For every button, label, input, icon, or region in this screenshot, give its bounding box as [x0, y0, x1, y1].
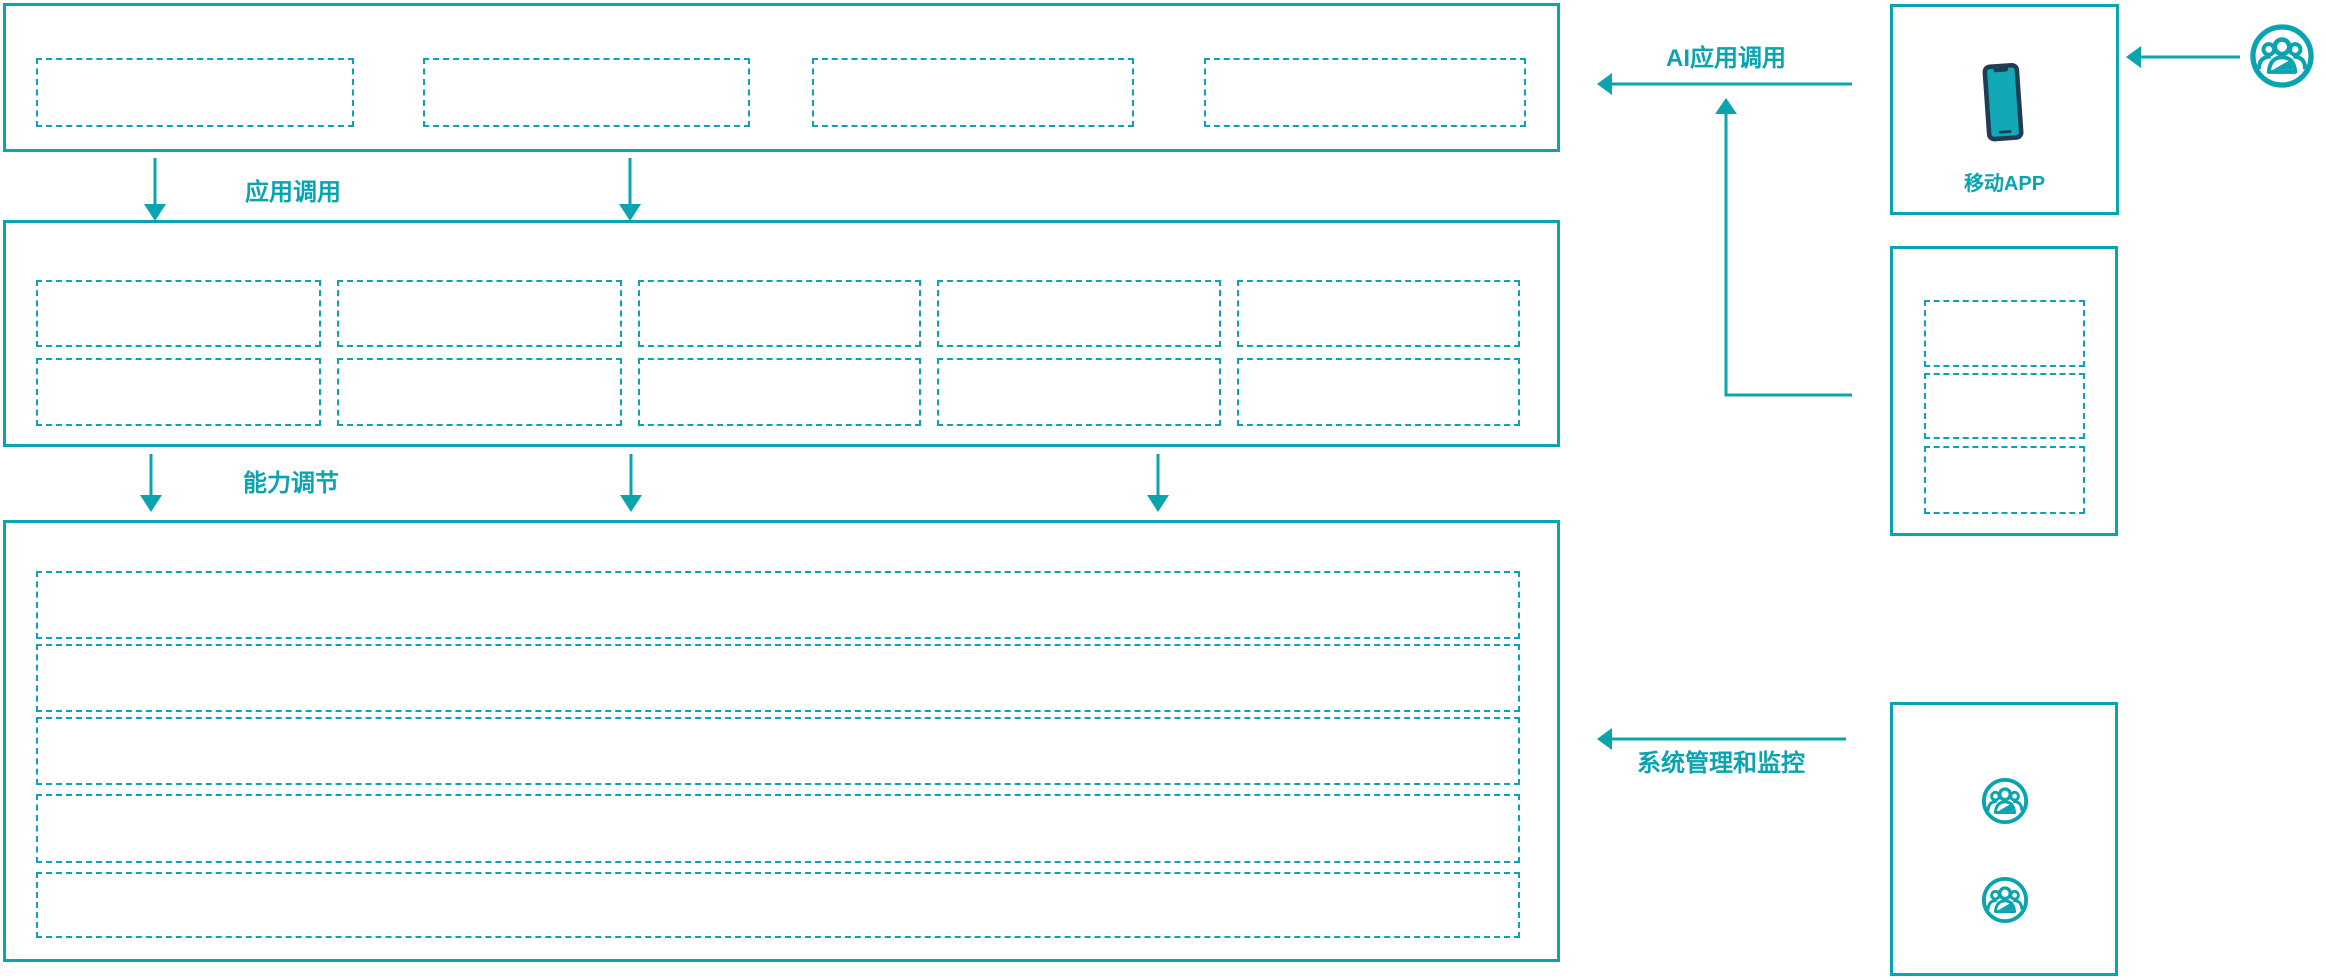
middle-layer-placeholder-r1c5 [1237, 280, 1520, 347]
down-arrow-capability-1 [140, 454, 162, 512]
middle-layer-placeholder-r1c4 [937, 280, 1221, 347]
users-icon [1981, 777, 2029, 825]
bottom-layer-row-4 [36, 794, 1520, 863]
left-arrow-ai-app-call [1597, 73, 1852, 95]
up-arrow-connector [1715, 98, 1852, 397]
down-arrow-capability-2 [620, 454, 642, 512]
users-icon [1981, 876, 2029, 924]
top-layer-placeholder-4 [1204, 58, 1526, 127]
bottom-layer-row-5 [36, 872, 1520, 938]
top-layer-container [3, 3, 1560, 152]
right-bottom-panel [1890, 702, 2118, 976]
right-middle-panel [1890, 246, 2118, 536]
system-monitor-label: 系统管理和监控 [1637, 750, 1805, 777]
middle-layer-placeholder-r2c2 [337, 358, 622, 426]
left-arrow-user-to-app [2126, 46, 2240, 68]
middle-layer-placeholder-r2c3 [638, 358, 921, 426]
bottom-layer-row-1 [36, 571, 1520, 639]
top-layer-placeholder-2 [423, 58, 750, 127]
right-middle-placeholder-1 [1924, 300, 2085, 367]
middle-layer-placeholder-r2c1 [36, 358, 321, 426]
bottom-layer-container [3, 520, 1560, 962]
down-arrow-app-call-2 [619, 158, 641, 221]
middle-layer-container [3, 220, 1560, 447]
phone-icon [1979, 59, 2029, 148]
app-call-label: 应用调用 [245, 179, 341, 206]
down-arrow-capability-3 [1147, 454, 1169, 512]
capability-adjust-label: 能力调节 [243, 470, 339, 497]
bottom-layer-row-2 [36, 644, 1520, 712]
down-arrow-app-call-1 [144, 158, 166, 221]
middle-layer-placeholder-r1c1 [36, 280, 321, 347]
users-icon [2249, 23, 2315, 89]
middle-layer-placeholder-r2c4 [937, 358, 1221, 426]
top-layer-placeholder-3 [812, 58, 1134, 127]
mobile-app-box: 移动APP [1890, 4, 2119, 215]
middle-layer-placeholder-r1c2 [337, 280, 622, 347]
left-arrow-system-monitor [1597, 728, 1846, 750]
bottom-layer-row-3 [36, 717, 1520, 785]
middle-layer-placeholder-r1c3 [638, 280, 921, 347]
right-middle-placeholder-3 [1924, 446, 2085, 514]
ai-app-call-label: AI应用调用 [1666, 45, 1786, 72]
middle-layer-placeholder-r2c5 [1237, 358, 1520, 426]
mobile-app-label: 移动APP [1963, 173, 2046, 195]
top-layer-placeholder-1 [36, 58, 354, 127]
right-middle-placeholder-2 [1924, 373, 2085, 439]
